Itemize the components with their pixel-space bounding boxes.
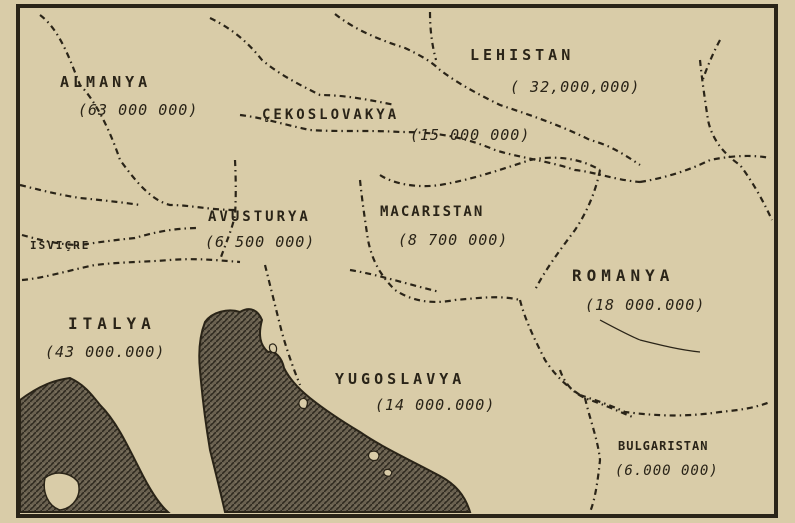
country-population-macaristan: (8 700 000) — [398, 231, 509, 249]
country-name-isvicre: ISVIÇRE — [30, 239, 91, 252]
country-population-romanya: (18 000.000) — [585, 296, 706, 314]
country-population-avusturya: (6 500 000) — [205, 233, 316, 251]
balkan-coast-land — [198, 308, 472, 513]
country-population-cekoslovakya: (15 000 000) — [410, 126, 531, 144]
country-name-almanya: ALMANYA — [60, 73, 152, 91]
country-name-yugoslavya: YUGOSLAVYA — [335, 370, 466, 388]
country-name-cekoslovakya: ÇEKOSLOVAKYA — [262, 107, 400, 123]
country-name-bulgaristan: BULGARISTAN — [618, 439, 709, 453]
rivers — [599, 319, 701, 353]
map-frame — [16, 4, 778, 518]
country-population-lehistan: ( 32,000,000) — [510, 78, 641, 96]
country-name-romanya: ROMANYA — [572, 266, 675, 285]
country-name-avusturya: AVUSTURYA — [208, 209, 311, 225]
country-population-italya: (43 000.000) — [45, 343, 166, 361]
italy-coast-land — [19, 376, 171, 513]
country-name-lehistan: LEHISTAN — [470, 46, 575, 64]
country-population-almanya: (63 000 000) — [78, 101, 199, 119]
country-population-yugoslavya: (14 000.000) — [375, 396, 496, 414]
borders — [19, 11, 773, 513]
islands-dots — [268, 343, 393, 477]
country-name-macaristan: MACARISTAN — [380, 204, 485, 220]
island-shape — [43, 472, 80, 511]
country-name-italya: ITALYA — [68, 314, 156, 333]
country-population-bulgaristan: (6.000 000) — [615, 463, 719, 479]
